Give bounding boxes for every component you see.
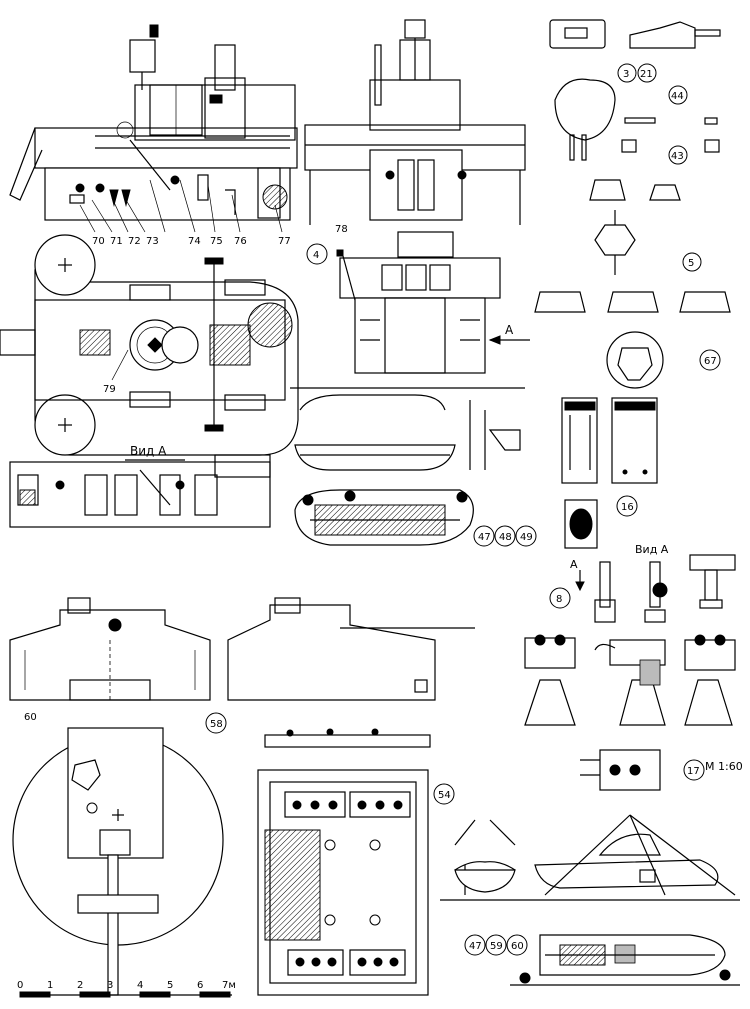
hull-side [44, 167, 291, 221]
callout-60-b: 60 [511, 941, 524, 952]
callout-47-b: 47 [469, 941, 482, 952]
callout-72: 72 [128, 236, 141, 247]
callout-8: 8 [556, 594, 562, 605]
scale-tick-4: 4 [137, 980, 143, 991]
deck-plan-view: 79 [0, 234, 299, 456]
callout-67: 67 [704, 356, 717, 367]
lifeboat-views: 47 48 49 [290, 387, 537, 547]
callout-75: 75 [210, 236, 223, 247]
side-elevation-view: 70 71 72 73 74 75 76 77 [9, 24, 298, 247]
vid-a-small-label: Вид А [635, 543, 669, 556]
scale-tick-6: 6 [197, 980, 203, 991]
callout-74: 74 [188, 236, 201, 247]
vid-a-label: Вид А [130, 444, 167, 458]
scale-tick-0: 0 [17, 980, 23, 991]
callout-78: 78 [335, 224, 348, 235]
callout-17: 17 [687, 766, 700, 777]
callout-60: 60 [24, 712, 37, 723]
scale-bar: 0 1 2 3 4 5 6 7м [17, 980, 236, 998]
scale-tick-1: 1 [47, 980, 53, 991]
scale-note: М 1:60 [705, 760, 743, 773]
callout-47: 47 [478, 532, 491, 543]
wheelhouse-view: 4 78 А [306, 224, 530, 374]
callout-48: 48 [499, 532, 512, 543]
callout-76: 76 [234, 236, 247, 247]
callout-79: 79 [103, 384, 116, 395]
scale-tick-7: 7м [222, 980, 236, 991]
callout-3: 3 [623, 69, 629, 80]
motor-boat-views: 47 59 60 [440, 814, 740, 986]
callout-71: 71 [110, 236, 123, 247]
callout-49: 49 [520, 532, 533, 543]
gun-views: А Вид А 8 17 М 1:60 [524, 543, 743, 791]
arrow-a-label: А [505, 323, 514, 337]
scale-tick-2: 2 [77, 980, 83, 991]
detail-parts-middle-right: 67 16 [561, 331, 721, 549]
front-elevation-view [304, 19, 526, 225]
callout-5: 5 [688, 258, 694, 269]
arrow-a-small: А [570, 558, 578, 571]
mast-lamp [129, 39, 156, 73]
callout-4: 4 [313, 250, 319, 261]
callout-77: 77 [278, 236, 291, 247]
callout-59: 59 [490, 941, 503, 952]
turret-views: 60 58 [9, 597, 475, 734]
chart-house-plan: 54 [257, 728, 455, 996]
callout-54: 54 [438, 790, 451, 801]
turret-plan-view [12, 727, 224, 996]
hull-view-a: Вид А [9, 444, 271, 528]
callout-21: 21 [640, 69, 653, 80]
callout-70: 70 [92, 236, 105, 247]
callout-43: 43 [671, 151, 684, 162]
scale-tick-3: 3 [107, 980, 113, 991]
callout-16: 16 [621, 502, 634, 513]
callout-58: 58 [210, 719, 223, 730]
callout-73: 73 [146, 236, 159, 247]
callout-44: 44 [671, 91, 684, 102]
scale-tick-5: 5 [167, 980, 173, 991]
detail-parts-top-right: 3 21 44 43 5 [534, 19, 731, 313]
